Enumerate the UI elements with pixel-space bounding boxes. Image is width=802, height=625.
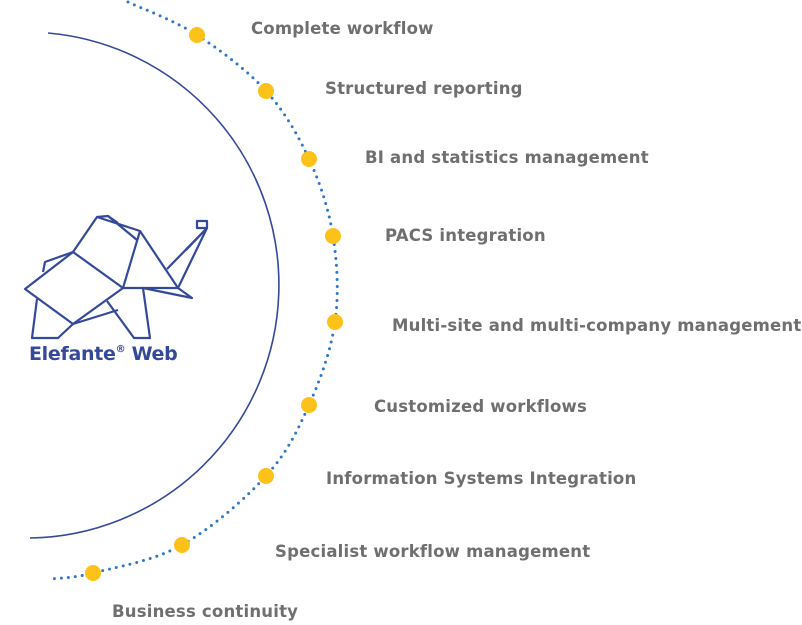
feature-label: Multi-site and multi-company management	[392, 316, 802, 335]
node-dot	[189, 27, 205, 43]
node-dot	[258, 83, 274, 99]
node-dot	[258, 468, 274, 484]
node-dot	[301, 151, 317, 167]
node-dot	[174, 537, 190, 553]
node-dot	[301, 397, 317, 413]
registered-mark: ®	[115, 344, 126, 355]
brand-suffix: Web	[125, 343, 178, 365]
feature-label: Structured reporting	[325, 79, 523, 98]
elephant-logo	[23, 214, 209, 340]
node-dot	[325, 228, 341, 244]
feature-label: Complete workflow	[251, 19, 434, 38]
feature-label: Business continuity	[112, 602, 299, 621]
node-dot	[327, 314, 343, 330]
brand-word: Elefante	[29, 343, 116, 365]
feature-label: Customized workflows	[374, 397, 588, 416]
brand-name: Elefante® Web	[29, 343, 178, 365]
feature-label: Information Systems Integration	[326, 469, 637, 488]
feature-nodes	[85, 27, 343, 581]
feature-label: PACS integration	[385, 226, 546, 245]
inner-arc	[29, 32, 280, 539]
feature-label: Specialist workflow management	[275, 542, 591, 561]
dotted-arc	[48, 0, 339, 581]
node-dot	[85, 565, 101, 581]
feature-label: BI and statistics management	[365, 148, 649, 167]
